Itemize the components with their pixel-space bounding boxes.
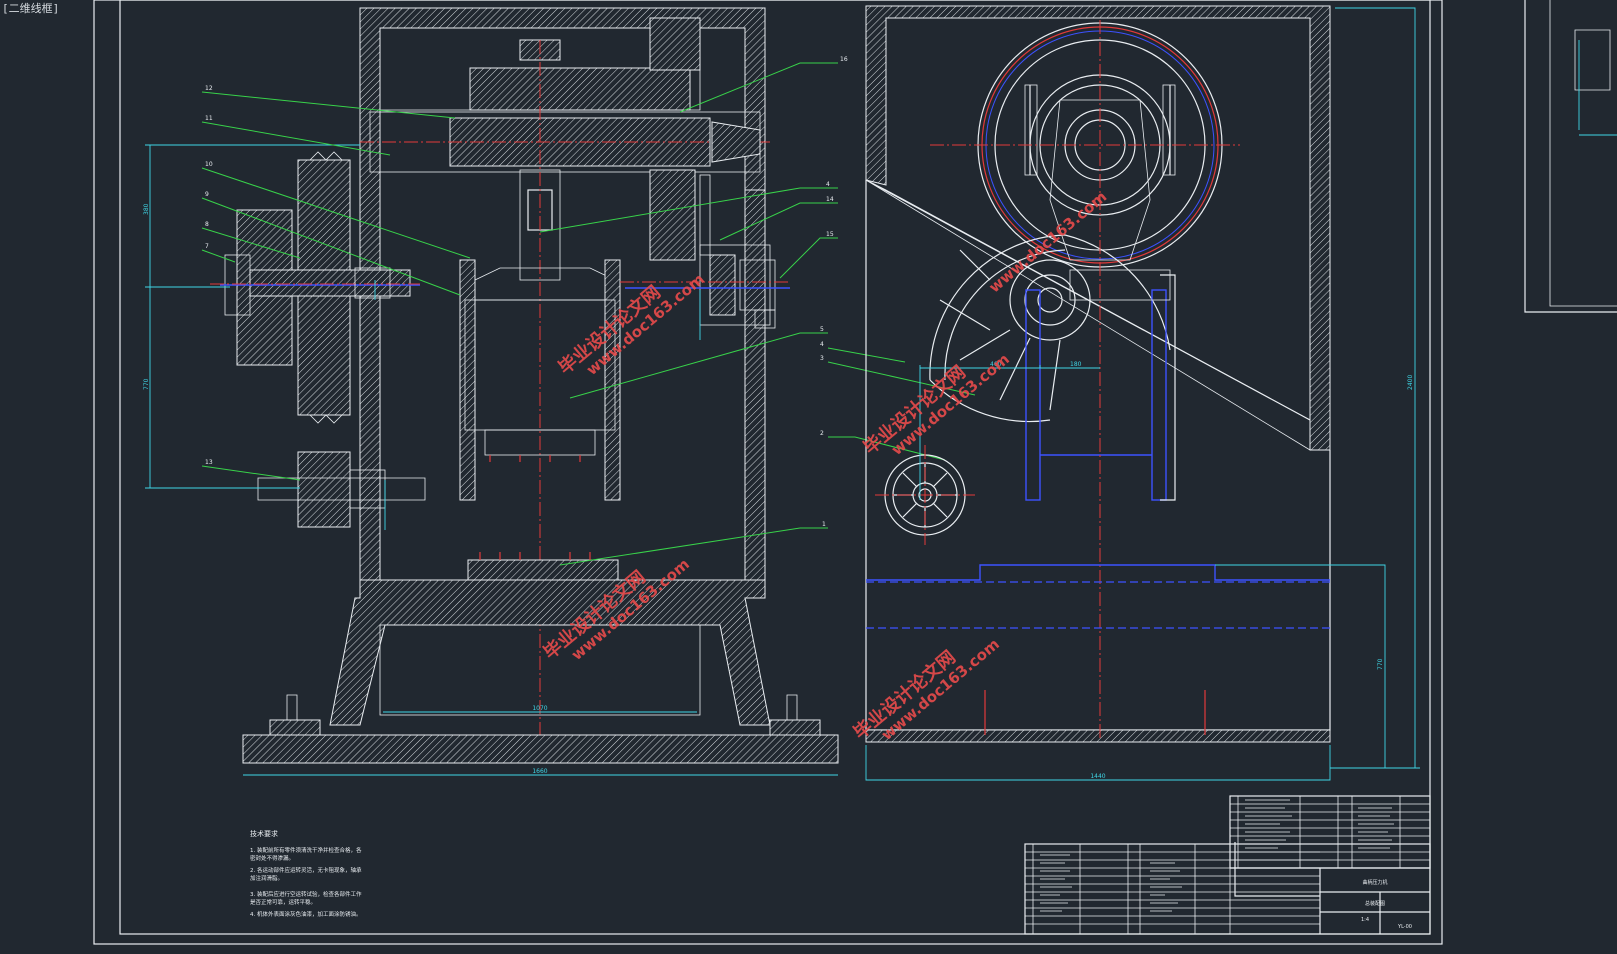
watermark-5-line2: www.doc163.com <box>985 187 1110 296</box>
dim-base-width: 1660 <box>532 768 547 775</box>
callout-4b: 4 <box>820 341 824 348</box>
tech-req-line-6: 是否正常可靠，运转平稳。 <box>250 898 316 906</box>
tech-req-line-4: 加注润滑脂。 <box>250 874 283 882</box>
tech-req-line-5: 3. 装配后应进行空运转试验，检查各部件工作 <box>250 890 362 898</box>
title-block-scale: 1:4 <box>1361 917 1369 923</box>
callout-1: 1 <box>822 521 826 528</box>
dim-side-height: 2400 <box>1407 375 1414 390</box>
tech-req-line-2: 密封处不得渗漏。 <box>250 854 294 862</box>
tech-req-line-1: 1. 装配前所有零件须清洗干净并检查合格，各 <box>250 846 362 854</box>
callout-10: 10 <box>205 161 213 168</box>
dim-side-low: 770 <box>1377 658 1384 670</box>
dim-wheel-b: 180 <box>1070 361 1082 368</box>
dim-inner-width: 1070 <box>532 705 547 712</box>
callout-7: 7 <box>205 243 209 250</box>
callout-5: 5 <box>820 326 824 333</box>
callout-12: 12 <box>205 85 213 92</box>
callout-8: 8 <box>205 221 209 228</box>
callout-11: 11 <box>205 115 213 122</box>
tech-req-line-3: 2. 各运动部件应运转灵活，无卡阻现象，轴承 <box>250 866 362 874</box>
callout-3: 3 <box>820 355 824 362</box>
dim-wheel-a: 460 <box>990 361 1002 368</box>
callout-2: 2 <box>820 430 824 437</box>
front-view: 1070 1660 380 770 <box>143 7 839 776</box>
callout-14: 14 <box>826 196 834 203</box>
callout-leaders: 12 11 10 9 8 7 16 4 14 15 5 4 3 2 1 13 <box>201 56 976 566</box>
title-block-sheet: YL-00 <box>1397 924 1412 930</box>
tech-req-line-7: 4. 机体外表面涂灰色油漆，加工面涂防锈油。 <box>250 910 362 918</box>
dim-side-width: 1440 <box>1090 773 1105 780</box>
callout-16: 16 <box>840 56 848 63</box>
parts-list: 曲柄压力机 总装配图 1:4 YL-00 <box>1024 795 1431 935</box>
callout-4a: 4 <box>826 181 830 188</box>
ram-bolts <box>489 455 581 462</box>
callout-13: 13 <box>205 459 213 466</box>
callout-9: 9 <box>205 191 209 198</box>
title-block-drawing: 总装配图 <box>1365 900 1385 907</box>
technical-requirements: 技术要求 1. 装配前所有零件须清洗干净并检查合格，各 密封处不得渗漏。 2. … <box>250 829 362 918</box>
watermarks: 毕业设计论文网 www.doc163.com 毕业设计论文网 www.doc16… <box>539 187 1110 744</box>
callout-15: 15 <box>826 231 834 238</box>
dim-left-lower: 770 <box>143 378 150 390</box>
tech-req-title: 技术要求 <box>250 829 278 838</box>
sheet-frame <box>93 0 1617 945</box>
dim-left-upper: 380 <box>143 203 150 215</box>
parts-list-cells <box>1040 799 1394 912</box>
side-view: 460 180 2400 770 1440 <box>865 5 1420 781</box>
title-block-name: 曲柄压力机 <box>1362 879 1387 886</box>
viewport-label: [二维线框] <box>2 2 60 15</box>
